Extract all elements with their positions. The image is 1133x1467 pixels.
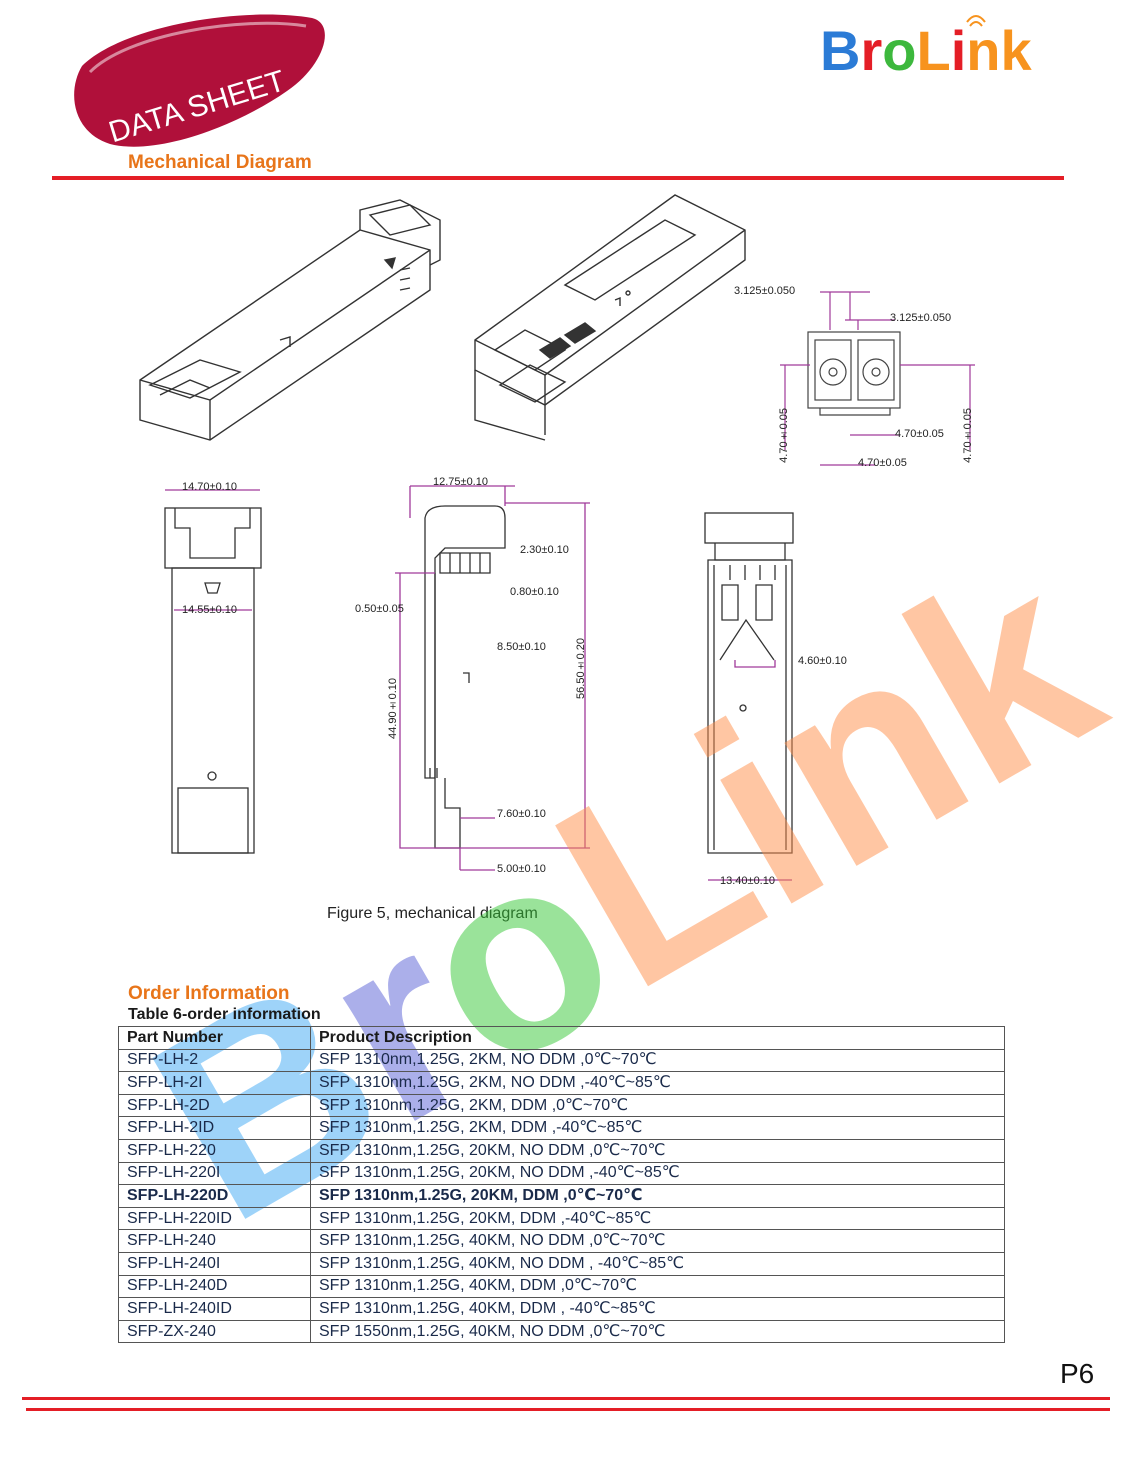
bottom-view: 4.60±0.10 13.40±0.10 bbox=[700, 505, 847, 887]
description-cell: SFP 1550nm,1.25G, 40KM, NO DDM ,0℃~70℃ bbox=[310, 1319, 1005, 1344]
dim-label: 4.70±0.05 bbox=[858, 457, 907, 469]
dim-label: 14.70±0.10 bbox=[182, 481, 237, 493]
dim-label: 0.50±0.05 bbox=[355, 603, 404, 615]
part-number-cell: SFP-LH-2D bbox=[118, 1093, 311, 1118]
description-cell: SFP 1310nm,1.25G, 2KM, NO DDM ,-40℃~85℃ bbox=[310, 1071, 1005, 1095]
dim-label: 5.00±0.10 bbox=[497, 863, 546, 875]
description-cell: SFP 1310nm,1.25G, 2KM, NO DDM ,0℃~70℃ bbox=[310, 1048, 1005, 1073]
description-cell: SFP 1310nm,1.25G, 40KM, DDM , -40℃~85℃ bbox=[310, 1297, 1005, 1321]
part-number-cell: SFP-LH-220 bbox=[118, 1138, 311, 1163]
dim-label: 4.70±0.05 bbox=[962, 408, 974, 463]
section-title-mechanical: Mechanical Diagram bbox=[128, 152, 312, 173]
header-divider bbox=[52, 176, 1064, 180]
dim-label: 4.70±0.05 bbox=[895, 428, 944, 440]
part-number-cell: SFP-LH-240ID bbox=[118, 1297, 311, 1321]
column-header-description: Product Description bbox=[310, 1026, 1005, 1050]
dim-label: 56.50±0.20 bbox=[575, 638, 587, 699]
description-cell: SFP 1310nm,1.25G, 20KM, DDM ,-40℃~85℃ bbox=[310, 1206, 1005, 1231]
page-number: P6 bbox=[1060, 1358, 1095, 1389]
part-number-cell: SFP-LH-240D bbox=[118, 1274, 311, 1299]
part-number-cell: SFP-LH-220ID bbox=[118, 1206, 311, 1231]
figure-caption: Figure 5, mechanical diagram bbox=[327, 905, 538, 922]
dim-label: 4.60±0.10 bbox=[798, 655, 847, 667]
description-cell: SFP 1310nm,1.25G, 20KM, NO DDM ,-40℃~85℃ bbox=[310, 1161, 1005, 1186]
description-cell: SFP 1310nm,1.25G, 40KM, DDM ,0℃~70℃ bbox=[310, 1274, 1005, 1299]
dim-label: 8.50±0.10 bbox=[497, 641, 546, 653]
description-cell: SFP 1310nm,1.25G, 2KM, DDM ,-40℃~85℃ bbox=[310, 1116, 1005, 1140]
dim-label: 13.40±0.10 bbox=[720, 875, 775, 887]
dim-label: 3.125±0.050 bbox=[734, 285, 796, 297]
part-number-cell: SFP-ZX-240 bbox=[118, 1319, 311, 1344]
part-number-cell: SFP-LH-240I bbox=[118, 1251, 311, 1276]
data-sheet-badge: DATA SHEET bbox=[62, 6, 342, 156]
dim-label: 44.90±0.10 bbox=[387, 678, 399, 739]
description-cell: SFP 1310nm,1.25G, 40KM, NO DDM , -40℃~85… bbox=[310, 1251, 1005, 1276]
footer-divider bbox=[26, 1408, 1110, 1411]
description-cell: SFP 1310nm,1.25G, 40KM, NO DDM ,0℃~70℃ bbox=[310, 1229, 1005, 1253]
description-cell: SFP 1310nm,1.25G, 2KM, DDM ,0℃~70℃ bbox=[310, 1093, 1005, 1118]
dim-label: 7.60±0.10 bbox=[497, 808, 546, 820]
front-view: 3.125±0.050 3.125±0.050 4.70±0.05 4.70±0… bbox=[734, 280, 980, 480]
part-number-cell: SFP-LH-2ID bbox=[118, 1116, 311, 1140]
part-number-cell: SFP-LH-220D bbox=[118, 1184, 311, 1208]
table-caption: Table 6-order information bbox=[128, 1006, 321, 1023]
iso-view-right bbox=[465, 190, 755, 450]
table-header-row: Part Number Product Description bbox=[118, 1026, 1005, 1050]
iso-view-left bbox=[130, 190, 460, 450]
description-cell: SFP 1310nm,1.25G, 20KM, NO DDM ,0℃~70℃ bbox=[310, 1138, 1005, 1163]
side-view: 12.75±0.10 2.30±0.10 0.80±0.10 0.50±0.05… bbox=[355, 476, 595, 878]
column-header-part-number: Part Number bbox=[118, 1026, 311, 1050]
dim-label: 14.55±0.10 bbox=[182, 604, 237, 616]
svg-text:BroLink: BroLink bbox=[820, 19, 1032, 82]
brolink-logo: BroLink bbox=[820, 14, 1070, 84]
dim-label: 3.125±0.050 bbox=[890, 312, 952, 324]
dim-label: 4.70±0.05 bbox=[778, 408, 790, 463]
part-number-cell: SFP-LH-2 bbox=[118, 1048, 311, 1073]
section-title-order: Order Information bbox=[128, 983, 290, 1004]
description-cell: SFP 1310nm,1.25G, 20KM, DDM ,0℃~70℃ bbox=[310, 1184, 1005, 1208]
dim-label: 2.30±0.10 bbox=[520, 544, 569, 556]
footer-divider bbox=[22, 1397, 1110, 1400]
part-number-cell: SFP-LH-220I bbox=[118, 1161, 311, 1186]
part-number-cell: SFP-LH-2I bbox=[118, 1071, 311, 1095]
dim-label: 12.75±0.10 bbox=[433, 476, 488, 488]
order-table: Part Number Product Description SFP-LH-2… bbox=[118, 1026, 1005, 1344]
part-number-cell: SFP-LH-240 bbox=[118, 1229, 311, 1253]
top-view: 14.70±0.10 14.55±0.10 bbox=[160, 478, 270, 858]
dim-label: 0.80±0.10 bbox=[510, 586, 559, 598]
